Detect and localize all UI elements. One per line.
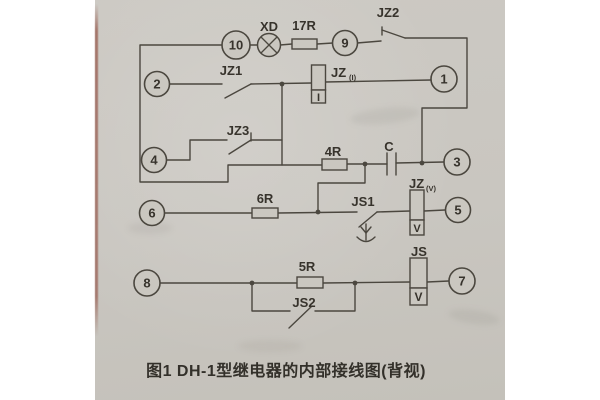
coil-JZ-V-unit-box [409, 219, 425, 236]
label-JZ2: JZ2 [377, 5, 399, 20]
wire-4-jz3 [165, 139, 228, 161]
js1-delay-arrow-right [365, 226, 372, 234]
terminal-9-circle [331, 29, 359, 57]
coil-JZ-V-body [409, 189, 425, 221]
junction-6r [315, 209, 321, 215]
terminal-3-circle [443, 148, 471, 176]
lamp-cross-2 [260, 36, 278, 54]
coil-JS-unit-box [409, 287, 428, 306]
label-6R: 6R [257, 191, 274, 206]
wire-coil-5 [423, 209, 446, 212]
terminal-5-circle [444, 196, 472, 224]
coil-JS-body [409, 257, 428, 289]
js2-branch-right [314, 282, 356, 312]
coil-JZ-I-body [310, 64, 327, 91]
label-V: V [414, 290, 422, 304]
wire-left-loop [139, 44, 323, 183]
jz1-blade [224, 83, 252, 99]
wire-jz2-to-junction [404, 37, 468, 164]
terminal-4-number: 4 [150, 153, 158, 168]
jz3-blade [228, 139, 252, 155]
page-edge-shadow [95, 4, 98, 336]
resistor-4R [321, 158, 348, 171]
terminal-9-number: 9 [341, 36, 348, 51]
wire-b-d-link [317, 163, 366, 213]
junction-5r-left [249, 280, 255, 286]
resistor-17R [291, 38, 318, 50]
wire-coil-1 [324, 79, 432, 83]
label-JS2: JS2 [292, 295, 315, 310]
label-JS: JS [411, 244, 427, 259]
wire-9-jz2 [356, 40, 382, 44]
coil-JZ-I-unit-box [310, 89, 327, 104]
terminal-10-circle [221, 30, 251, 60]
terminal-7-number: 7 [458, 274, 465, 289]
label-C: C [384, 139, 394, 154]
junction-5r-right [352, 280, 358, 286]
label-I: I [317, 92, 320, 104]
label-5R: 5R [299, 259, 316, 274]
figure-caption: 图1 DH-1型继电器的内部接线图(背视) [146, 363, 426, 380]
terminal-5-number: 5 [454, 203, 461, 218]
js2-branch-left [251, 282, 291, 312]
terminal-1-circle [430, 65, 458, 93]
js1-delay-arrow-left [360, 226, 367, 234]
terminal-6-number: 6 [148, 206, 155, 221]
photographed-page-background [95, 0, 505, 400]
js2-blade [288, 305, 313, 329]
js1-blade [358, 211, 378, 228]
terminal-7-circle [448, 267, 476, 295]
label-JZ: JZ [331, 65, 346, 80]
label-V: V [413, 223, 421, 235]
wire-js-7 [426, 280, 450, 283]
js1-delay-arc [356, 236, 376, 243]
resistor-5R [296, 276, 324, 289]
label-JZ1: JZ1 [220, 63, 242, 78]
jz2-blade [381, 29, 406, 39]
resistor-6R [251, 207, 279, 219]
junction-4r [362, 161, 368, 167]
wire-5r-js [322, 281, 411, 284]
label-JZ3: JZ3 [227, 123, 249, 138]
label-XD: XD [260, 19, 278, 34]
label-JS1: JS1 [351, 194, 374, 209]
terminal-10-number: 10 [229, 38, 243, 53]
wire-js1-coil [376, 210, 411, 213]
terminal-2-circle [143, 70, 171, 98]
terminal-1-number: 1 [440, 72, 447, 87]
terminal-8-circle [133, 269, 161, 297]
label-17R: 17R [292, 18, 316, 33]
label-JZ: JZ [409, 176, 424, 191]
label-(I): (I) [349, 73, 357, 82]
terminal-8-number: 8 [143, 276, 150, 291]
wire-17r-9 [316, 42, 334, 45]
terminal-2-number: 2 [153, 77, 160, 92]
wire-lamp-17r [279, 43, 293, 46]
terminal-6-circle [138, 199, 166, 227]
label-4R: 4R [325, 144, 342, 159]
junction-cap-3 [419, 160, 425, 166]
terminal-4-circle [140, 146, 168, 174]
terminal-3-number: 3 [453, 155, 460, 170]
junction-jz1 [279, 81, 285, 87]
label-(V): (V) [426, 184, 437, 193]
